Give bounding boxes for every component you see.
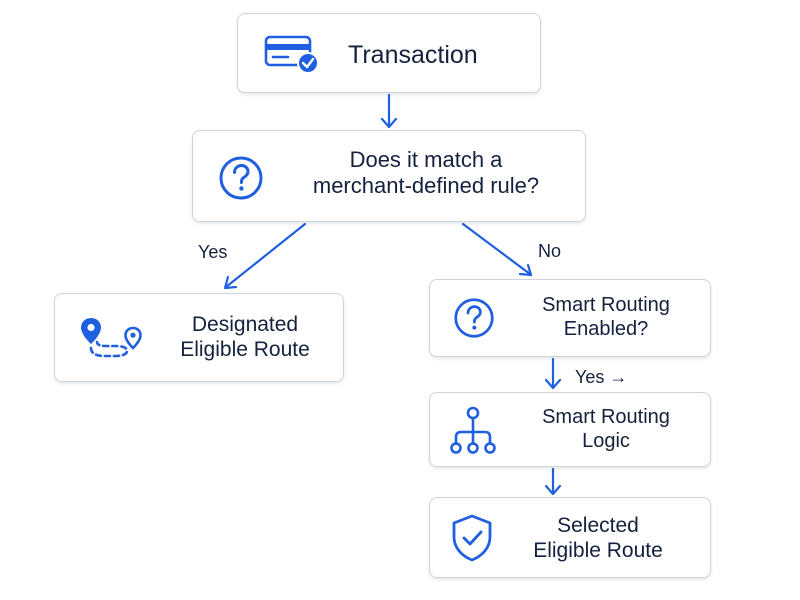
merchant-rule-label-line1: Does it match a — [349, 147, 503, 172]
shield-check-icon — [452, 514, 492, 562]
arrow-transaction-to-rule — [380, 93, 398, 129]
network-tree-icon — [450, 406, 496, 454]
question-circle-icon — [219, 156, 263, 200]
smart-routing-enabled-label-line2: Enabled? — [563, 318, 649, 340]
smart-routing-enabled-label: Smart Routing Enabled? — [516, 293, 696, 341]
merchant-rule-label: Does it match a merchant-defined rule? — [287, 147, 565, 200]
edge-label-yes-right: Yes → — [575, 367, 628, 387]
arrow-enabled-to-logic — [544, 357, 562, 390]
selected-route-label-line1: Selected — [557, 514, 639, 537]
merchant-rule-decision-node: Does it match a merchant-defined rule? — [192, 130, 586, 222]
smart-routing-logic-label-line2: Logic — [582, 430, 630, 452]
designated-route-label-line1: Designated — [191, 313, 299, 336]
edge-label-yes: Yes — [198, 242, 228, 262]
designated-route-label: Designated Eligible Route — [165, 312, 325, 362]
smart-routing-enabled-label-line1: Smart Routing — [542, 294, 670, 316]
route-pins-icon — [81, 318, 142, 358]
smart-routing-logic-label: Smart Routing Logic — [516, 405, 696, 453]
credit-card-check-icon — [264, 35, 319, 74]
transaction-node: Transaction — [237, 13, 541, 93]
smart-routing-logic-node: Smart Routing Logic — [429, 392, 711, 467]
smart-routing-logic-label-line1: Smart Routing — [542, 406, 670, 428]
designated-route-label-line2: Eligible Route — [180, 338, 310, 362]
transaction-label: Transaction — [348, 41, 478, 69]
arrow-rule-to-designated — [223, 222, 307, 290]
selected-route-label-line2: Eligible Route — [533, 539, 663, 563]
edge-label-no: No — [538, 241, 562, 261]
designated-route-node: Designated Eligible Route — [54, 293, 344, 382]
arrow-rule-to-smart-enabled — [461, 222, 533, 277]
arrow-logic-to-selected — [544, 467, 562, 496]
selected-route-label: Selected Eligible Route — [508, 513, 688, 563]
selected-route-node: Selected Eligible Route — [429, 497, 711, 578]
smart-routing-enabled-node: Smart Routing Enabled? — [429, 279, 711, 357]
question-circle-icon — [454, 298, 494, 338]
merchant-rule-label-line2: merchant-defined rule? — [312, 173, 540, 199]
